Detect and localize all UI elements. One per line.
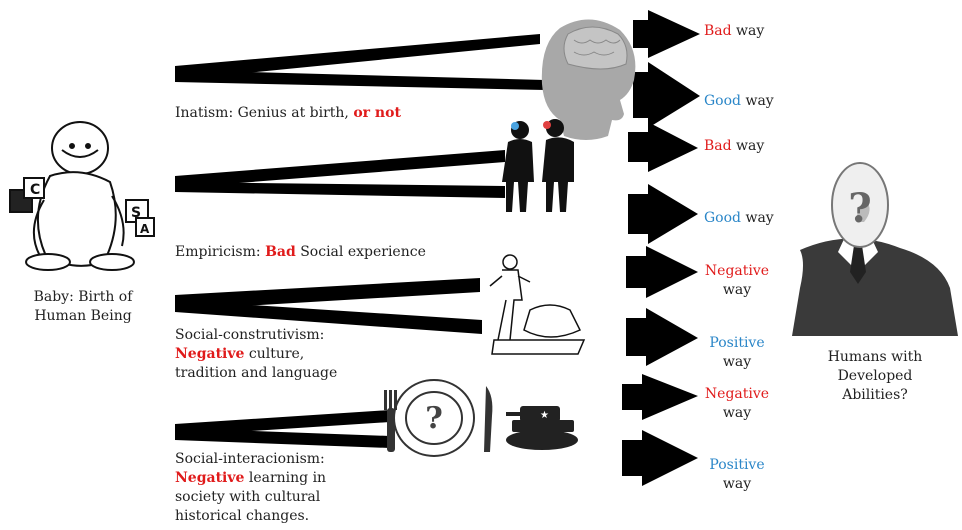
- block-letter-c: C: [30, 182, 40, 198]
- arrow-1: [633, 10, 700, 58]
- masked-man-illustration: [792, 162, 958, 336]
- theory-interactionism: Social-interacionism: Negative learning …: [175, 450, 326, 526]
- theory-empiricism-emphasis: Bad: [265, 244, 296, 260]
- arrow-4: [628, 184, 698, 244]
- outcome-4-suffix: way: [741, 210, 774, 226]
- outcome-8: Positive way: [692, 456, 782, 494]
- wedge-interactionism: [175, 410, 390, 436]
- outcome-7: Negative way: [692, 385, 782, 423]
- fork-icon: [384, 390, 397, 452]
- theory-interactionism-line2: Negative learning in: [175, 469, 326, 488]
- theory-interactionism-emphasis: Negative: [175, 470, 245, 486]
- theory-empiricism: Empiricism: Bad Social experience: [175, 243, 426, 262]
- arrow-7: [622, 374, 698, 420]
- blue-glow: [511, 122, 519, 130]
- arrow-6: [626, 308, 698, 366]
- arrow-3: [628, 122, 698, 172]
- outcome-6: Positive way: [692, 334, 782, 372]
- arrow-5: [626, 246, 698, 298]
- wedge-empiricism: [175, 150, 505, 188]
- theory-constructivism-line1: Social-construtivism:: [175, 327, 325, 343]
- theory-interactionism-line4: historical changes.: [175, 508, 310, 524]
- tank-icon: [506, 406, 578, 450]
- arrow-2: [633, 62, 700, 128]
- outcome-5-qualifier: Negative: [704, 263, 770, 279]
- outcome-2-suffix: way: [741, 93, 774, 109]
- theory-constructivism: Social-construtivism: Negative culture, …: [175, 326, 337, 383]
- theory-inatism-emphasis: or not: [353, 105, 401, 121]
- outcome-8-suffix: way: [722, 476, 752, 492]
- wedge-interactionism-lower: [175, 428, 390, 448]
- wedge-inatism-lower: [175, 70, 545, 90]
- outcome-5-suffix: way: [722, 282, 752, 298]
- theory-interactionism-line1: Social-interacionism:: [175, 451, 325, 467]
- baby-label: Baby: Birth of Human Being: [8, 288, 158, 326]
- block-letter-a: A: [140, 222, 150, 236]
- theory-empiricism-suffix: Social experience: [295, 244, 426, 260]
- outcome-2: Good way: [704, 92, 774, 111]
- theory-interactionism-line3: society with cultural: [175, 489, 321, 505]
- outcome-1-qualifier: Bad: [704, 23, 732, 39]
- outcome-2-qualifier: Good: [704, 93, 742, 109]
- red-glow: [543, 121, 551, 129]
- outcome-4: Good way: [704, 209, 774, 228]
- theory-constructivism-line3: tradition and language: [175, 365, 338, 381]
- arrow-8: [622, 430, 698, 486]
- wedge-empiricism-lower: [175, 182, 505, 198]
- boxers-illustration: [489, 254, 586, 355]
- theory-constructivism-line2: Negative culture,: [175, 345, 337, 364]
- outcome-6-suffix: way: [722, 354, 752, 370]
- output-arrows: [622, 10, 700, 486]
- outcome-3: Bad way: [704, 137, 764, 156]
- theory-constructivism-emphasis: Negative: [175, 346, 245, 362]
- theory-interactionism-suffix: learning in: [244, 470, 327, 486]
- outcome-6-qualifier: Positive: [709, 335, 765, 351]
- result-line2: Developed: [837, 368, 913, 384]
- outcome-8-qualifier: Positive: [709, 457, 765, 473]
- block-letter-s: S: [131, 205, 141, 221]
- children-silhouette-illustration: [502, 119, 574, 212]
- theory-constructivism-suffix: culture,: [244, 346, 305, 362]
- outcome-1-suffix: way: [731, 23, 765, 39]
- outcome-1: Bad way: [704, 22, 764, 41]
- outcome-4-qualifier: Good: [704, 210, 742, 226]
- baby-label-line1: Baby: Birth of: [33, 289, 133, 305]
- outcome-3-suffix: way: [731, 138, 765, 154]
- outcome-7-suffix: way: [722, 405, 752, 421]
- brain-head-illustration: [541, 19, 636, 140]
- baby-label-line2: Human Being: [34, 308, 132, 324]
- knife-icon: [484, 386, 493, 452]
- wedge-inatism: [175, 34, 540, 80]
- result-line1: Humans with: [827, 349, 923, 365]
- result-line3: Abilities?: [842, 387, 908, 403]
- mask-question-mark: ?: [848, 185, 871, 232]
- wedge-constructivism-lower: [175, 300, 482, 334]
- theory-inatism: Inatism: Genius at birth, or not: [175, 104, 401, 123]
- theory-inatism-name: Inatism: Genius at birth,: [175, 105, 354, 121]
- wedge-constructivism: [175, 278, 480, 310]
- plate-illustration: [393, 379, 475, 457]
- outcome-7-qualifier: Negative: [704, 386, 770, 402]
- theory-empiricism-prefix: Empiricism:: [175, 244, 266, 260]
- plate-question-mark: ?: [425, 401, 443, 436]
- result-label: Humans with Developed Abilities?: [800, 348, 950, 405]
- outcome-3-qualifier: Bad: [704, 138, 732, 154]
- tank-star: ★: [540, 410, 549, 421]
- outcome-5: Negative way: [692, 262, 782, 300]
- baby-illustration: [9, 121, 155, 271]
